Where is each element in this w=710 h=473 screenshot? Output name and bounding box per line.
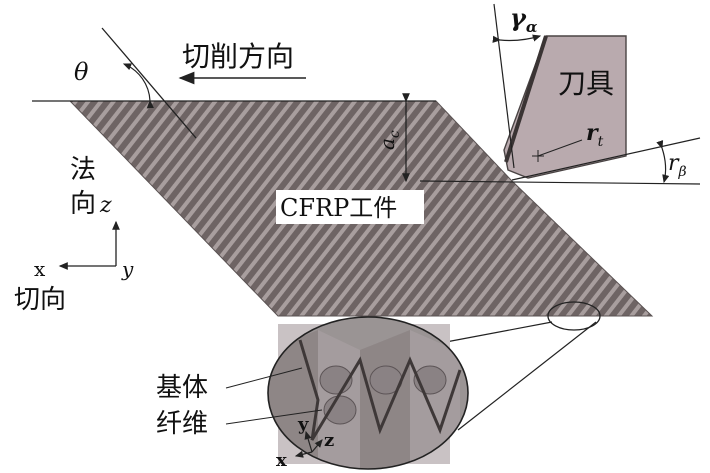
fiber-label: 纤维 [156,409,208,439]
cut-depth-indicator [388,93,436,183]
clearance-subscript: β [678,164,687,180]
fiber-leader [225,409,323,425]
inset-axis-z-label: z [324,430,334,451]
rake-angle-arc [492,34,542,43]
cutting-tool [503,35,627,179]
tangent-axis-x-label: x [34,257,46,281]
rake-angle-label: γα [510,3,538,36]
clearance-symbol: r [668,151,680,176]
zoom-leader-top [445,321,553,343]
rake-reference-line [493,3,515,169]
normal-direction-label-1: 法 [70,155,96,185]
edge-radius-symbol: r [586,120,599,146]
matrix-label: 基体 [156,373,208,403]
rake-angle-subscript: α [526,18,538,36]
clearance-angle-label: rβ [668,151,687,180]
fiber-cross-section-inset [267,316,469,470]
theta-label: θ [74,58,89,86]
tool-label-bg [556,66,614,100]
cutting-direction-label: 切削方向 [182,40,294,73]
normal-axis-label: z [99,193,112,218]
edge-radius-label: rt [586,120,604,150]
rake-angle-symbol: γ [510,3,527,32]
clearance-angle-arc [656,140,670,184]
matrix-leader [225,367,303,389]
coordinate-frame [58,220,120,270]
tangent-direction-label: 切向 [14,285,66,315]
inset-axes [294,430,323,458]
edge-radius-leader [537,139,583,157]
jagged-edge [298,339,462,441]
ridge-3 [360,330,410,469]
normal-direction-label-2: 向 [70,189,96,219]
inset-axis-x-label: x [276,450,287,471]
theta-arc [122,63,154,109]
cut-depth-subscript: c [387,130,403,138]
zoom-source-ellipse [547,301,601,331]
inset-axis-y-label: y [297,414,309,435]
zoom-leader-bottom [457,321,597,431]
cut-depth-symbol: a [375,138,399,150]
tool-label: 刀具 [558,67,614,100]
edge-radius-subscript: t [598,134,604,150]
cut-depth-label: ac [375,130,403,150]
cut-surface-line [419,180,701,185]
tangent-axis-y-label: y [121,257,134,281]
ridge-4 [410,330,460,469]
workpiece-label-bg [276,190,424,224]
inset-ellipse [267,316,469,470]
workpiece-label: CFRP工件 [280,194,397,222]
